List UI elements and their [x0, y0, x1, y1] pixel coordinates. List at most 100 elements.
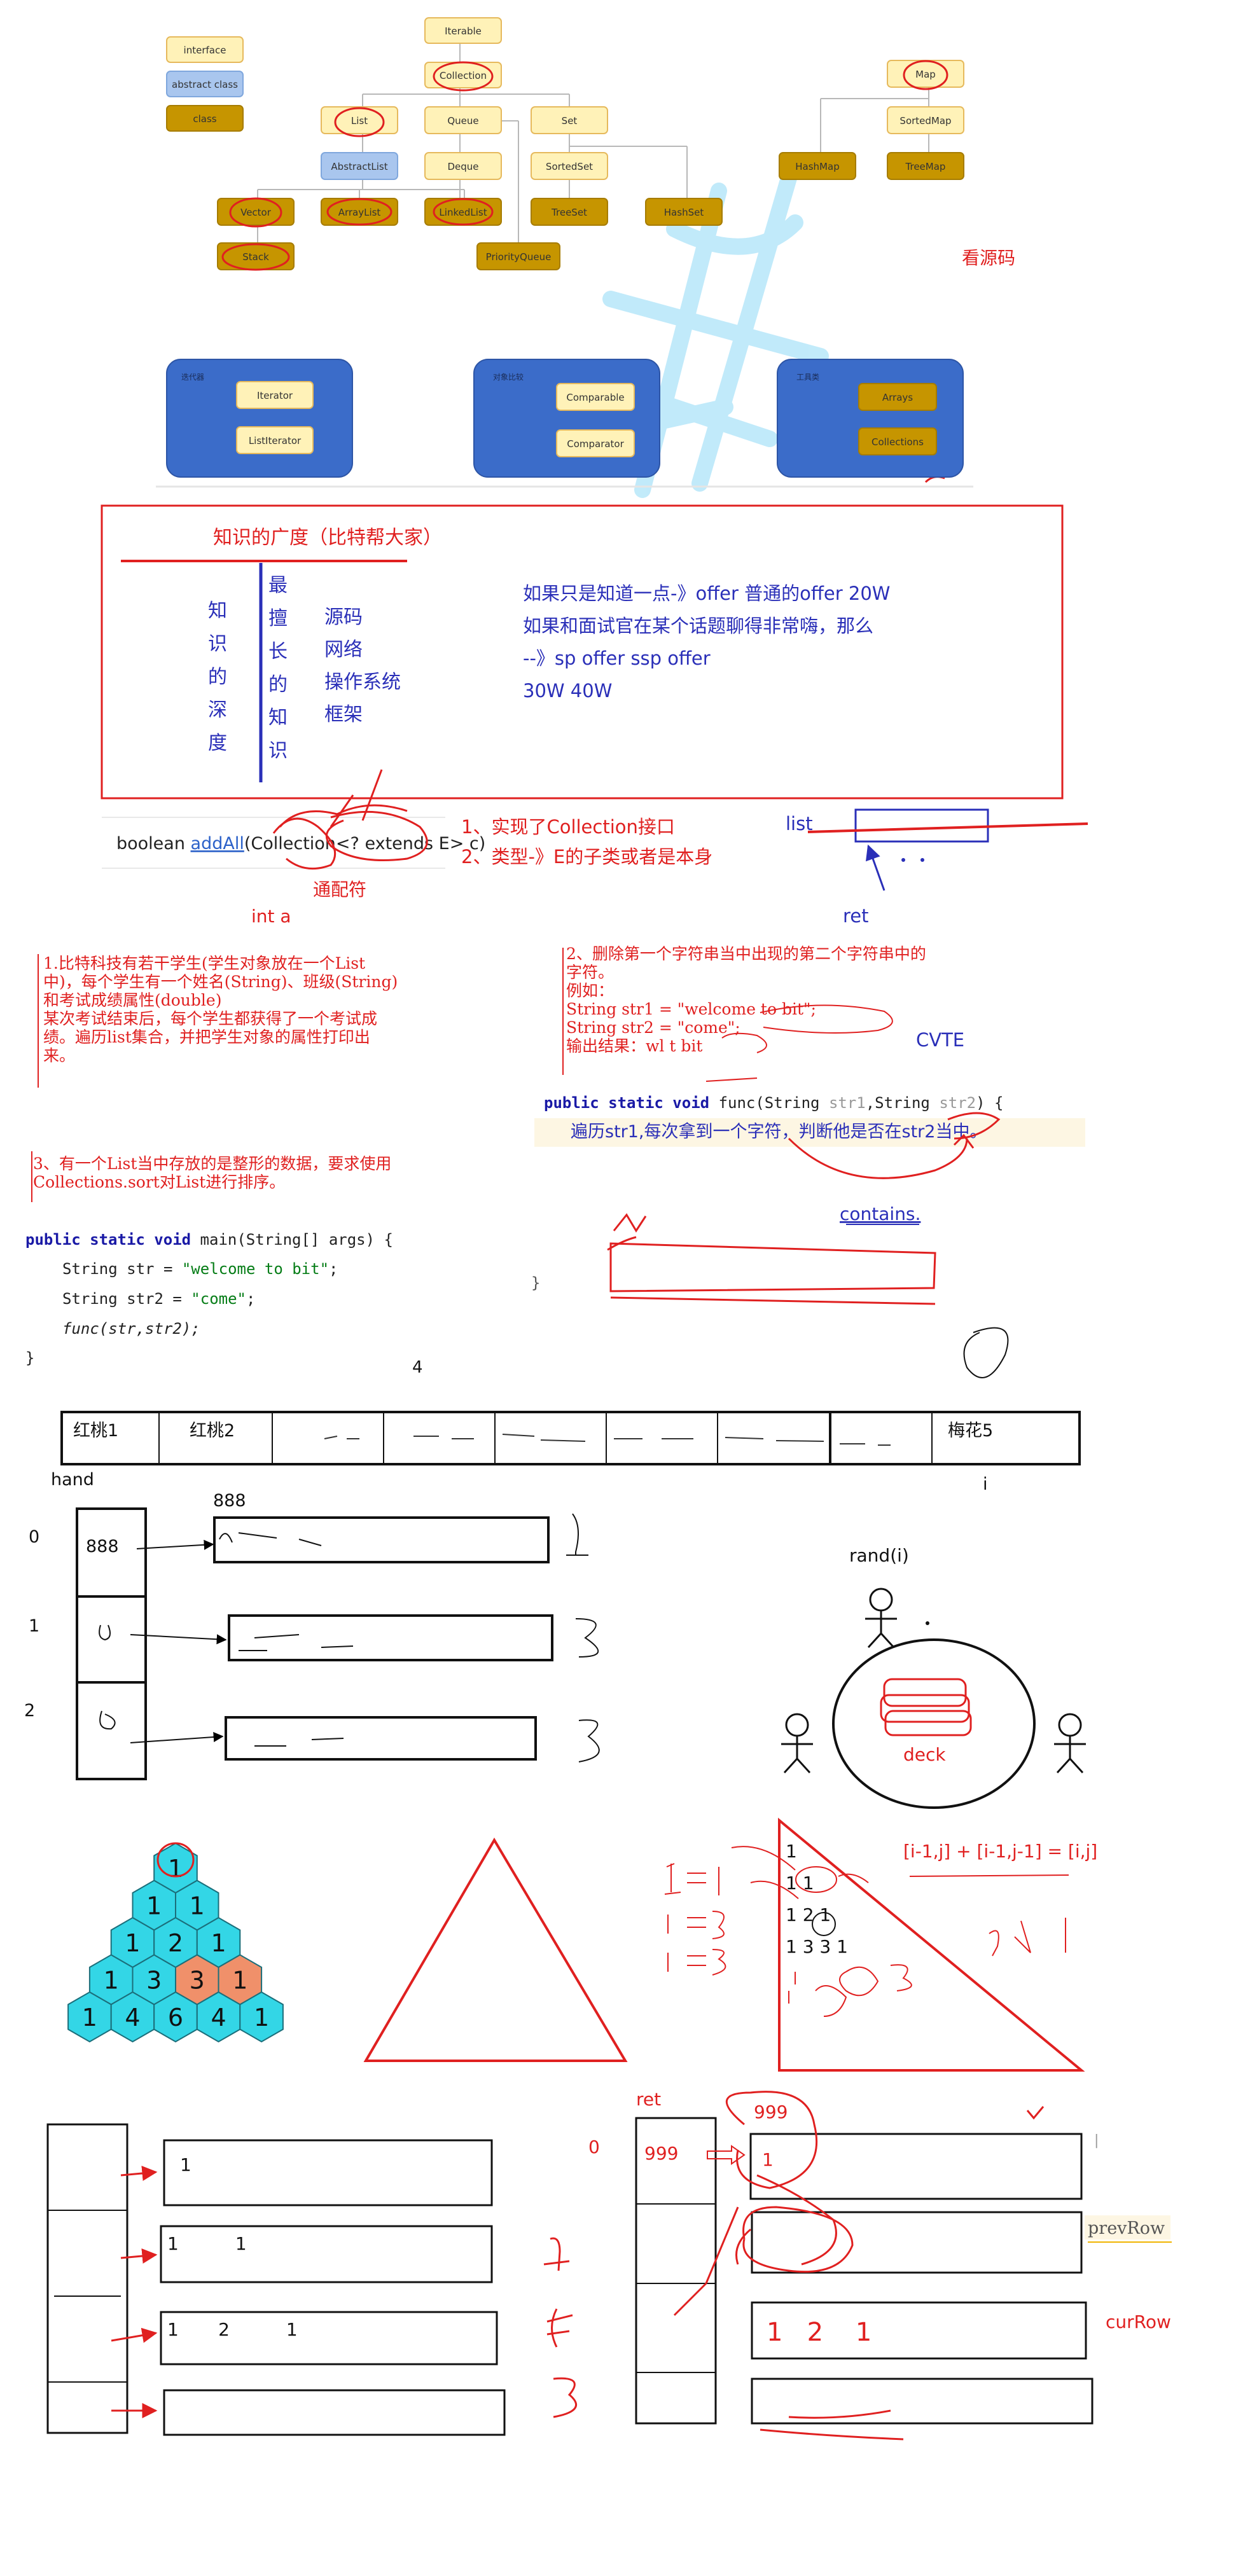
main-line-3: func(str,str2); — [62, 1320, 200, 1338]
most-char: 识 — [268, 740, 288, 762]
list-box — [854, 808, 989, 843]
svg-text:HashSet: HashSet — [664, 207, 704, 218]
node-abstract-list: AbstractList — [321, 152, 398, 180]
triangle-row: 1 — [786, 1841, 797, 1862]
depth-char: 识 — [208, 633, 227, 655]
hand-list-2 — [225, 1716, 537, 1761]
ex2-scribbles — [705, 1004, 893, 1082]
pascal-value: 1 — [82, 2004, 97, 2032]
hand-row-arrows — [99, 1539, 227, 1743]
exercise-3-line: 3、有一个List当中存放的是整形的数据，要求使用 — [33, 1154, 391, 1173]
offer-line: 如果只是知道一点-》offer 普通的offer 20W — [523, 583, 890, 604]
main-signature: public static void main(String[] args) { — [25, 1231, 393, 1249]
comparator-node: Comparator — [567, 438, 624, 450]
svg-text:ArrayList: ArrayList — [338, 207, 381, 218]
svg-text:TreeSet: TreeSet — [551, 207, 587, 218]
triangle-row: 1 3 3 1 — [786, 1936, 848, 1957]
node-tree-map: TreeMap — [887, 152, 964, 180]
exercise-3-line: Collections.sort对List进行排序。 — [33, 1173, 285, 1191]
pascal-value: 1 — [232, 1967, 247, 1995]
svg-text:AbstractList: AbstractList — [331, 161, 387, 172]
exercise-1: 1.比特科技有若干学生(学生对象放在一个List中)，每个学生有一个姓名(Str… — [43, 954, 398, 1065]
ret-array-dividers — [636, 2203, 716, 2373]
exercise-2-line: 2、删除第一个字符串当中出现的第二个字符串中的 — [566, 945, 926, 963]
knowledge-breadth: 知识的广度（比特帮大家） — [213, 527, 442, 549]
most-char: 最 — [268, 574, 288, 597]
pascal-value: 1 — [211, 1929, 226, 1957]
arrays-node: Arrays — [882, 392, 913, 403]
node-queue: Queue — [424, 106, 502, 134]
ret-cell-0: 999 — [644, 2143, 678, 2164]
exercise-2-line: String str2 = "come"; — [566, 1018, 740, 1037]
depth-char: 度 — [208, 732, 227, 754]
ret-array-label: ret — [636, 2089, 661, 2110]
offer-line: 如果和面试官在某个话题聊得非常嗨，那么 — [523, 615, 873, 637]
deck-label: deck — [903, 1744, 946, 1765]
left-row-1-text: 1 1 — [167, 2233, 247, 2254]
func-brace: } — [531, 1274, 540, 1292]
exercise-1-line: 绩。遍历list集合，并把学生对象的属性打印出 — [43, 1028, 370, 1046]
panel-tools: 工具类 Arrays Collections — [777, 359, 964, 478]
hand-cell-0: 888 — [86, 1537, 119, 1556]
hand-list-0 — [213, 1516, 550, 1563]
hand-index-1: 1 — [29, 1616, 39, 1636]
pascal-value: 1 — [190, 1892, 205, 1920]
ret-row-0 — [749, 2133, 1083, 2200]
contains-label: contains. — [840, 1203, 920, 1224]
ret-row-2 — [751, 2301, 1087, 2360]
svg-text:SortedMap: SortedMap — [899, 115, 951, 127]
ret-row-0-text: 1 — [762, 2149, 774, 2170]
exercise-2-line: 例如： — [566, 981, 614, 1000]
main-line-2: String str2 = "come"; — [62, 1290, 255, 1308]
hand-index-0: 0 — [29, 1527, 39, 1547]
left-array — [46, 2123, 128, 2434]
exercise-1-line: 和考试成绩属性(double) — [43, 991, 221, 1009]
exercise-1-line: 1.比特科技有若干学生(学生对象放在一个List — [43, 954, 365, 973]
panel-compare-title: 对象比较 — [493, 372, 524, 382]
svg-text:PriorityQueue: PriorityQueue — [486, 251, 552, 263]
svg-text:HashMap: HashMap — [795, 161, 839, 172]
card-second: 红桃2 — [190, 1421, 235, 1441]
pascal-value: 6 — [168, 2004, 183, 2032]
left-row-0-text: 1 — [180, 2154, 191, 2175]
ret-label: ret — [843, 905, 869, 927]
ret-array — [635, 2117, 717, 2425]
node-map: Map — [887, 60, 964, 88]
pascal-value: 1 — [254, 2004, 269, 2032]
prev-row-highlight — [1085, 2215, 1170, 2240]
triangle-row: 1 1 — [786, 1873, 814, 1894]
ret-cell-arrow — [707, 2145, 746, 2165]
left-row-0 — [163, 2139, 493, 2206]
node-list: List — [321, 106, 398, 134]
dot-c — [926, 1621, 929, 1625]
offer-lines: 如果只是知道一点-》offer 普通的offer 20W 如果和面试官在某个话题聊… — [523, 583, 890, 702]
knowledge-item: 网络 — [324, 639, 363, 661]
hand-index-2: 2 — [24, 1701, 35, 1721]
svg-text:Iterable: Iterable — [445, 25, 482, 37]
cvte-label: CVTE — [916, 1029, 964, 1051]
formula-underline — [909, 1874, 1069, 1877]
dot-b — [920, 858, 924, 862]
hand-list-1 — [228, 1614, 553, 1661]
main-code: public static void main(String[] args) {… — [25, 1231, 393, 1367]
ret-zero: 0 — [588, 2136, 600, 2157]
depth-char: 知 — [208, 600, 227, 622]
hierarchy-connectors — [257, 43, 929, 243]
legend-abstract-class: abstract class — [172, 79, 238, 90]
collections-node: Collections — [872, 436, 924, 448]
pascal-value: 3 — [146, 1967, 162, 1995]
exercise-2-line: 字符。 — [566, 963, 614, 981]
player-top-icon — [865, 1588, 897, 1649]
pascal-value: 1 — [104, 1967, 119, 1995]
exercise-1-line: 来。 — [43, 1046, 75, 1065]
legend-interface: interface — [184, 45, 226, 56]
node-hash-set: HashSet — [645, 198, 723, 226]
knowledge-item: 源码 — [324, 606, 363, 628]
squiggle-eight — [963, 1327, 1009, 1378]
svg-text:LinkedList: LinkedList — [439, 207, 487, 218]
knowledge-box — [101, 504, 1064, 800]
node-iterable: Iterable — [424, 17, 502, 44]
